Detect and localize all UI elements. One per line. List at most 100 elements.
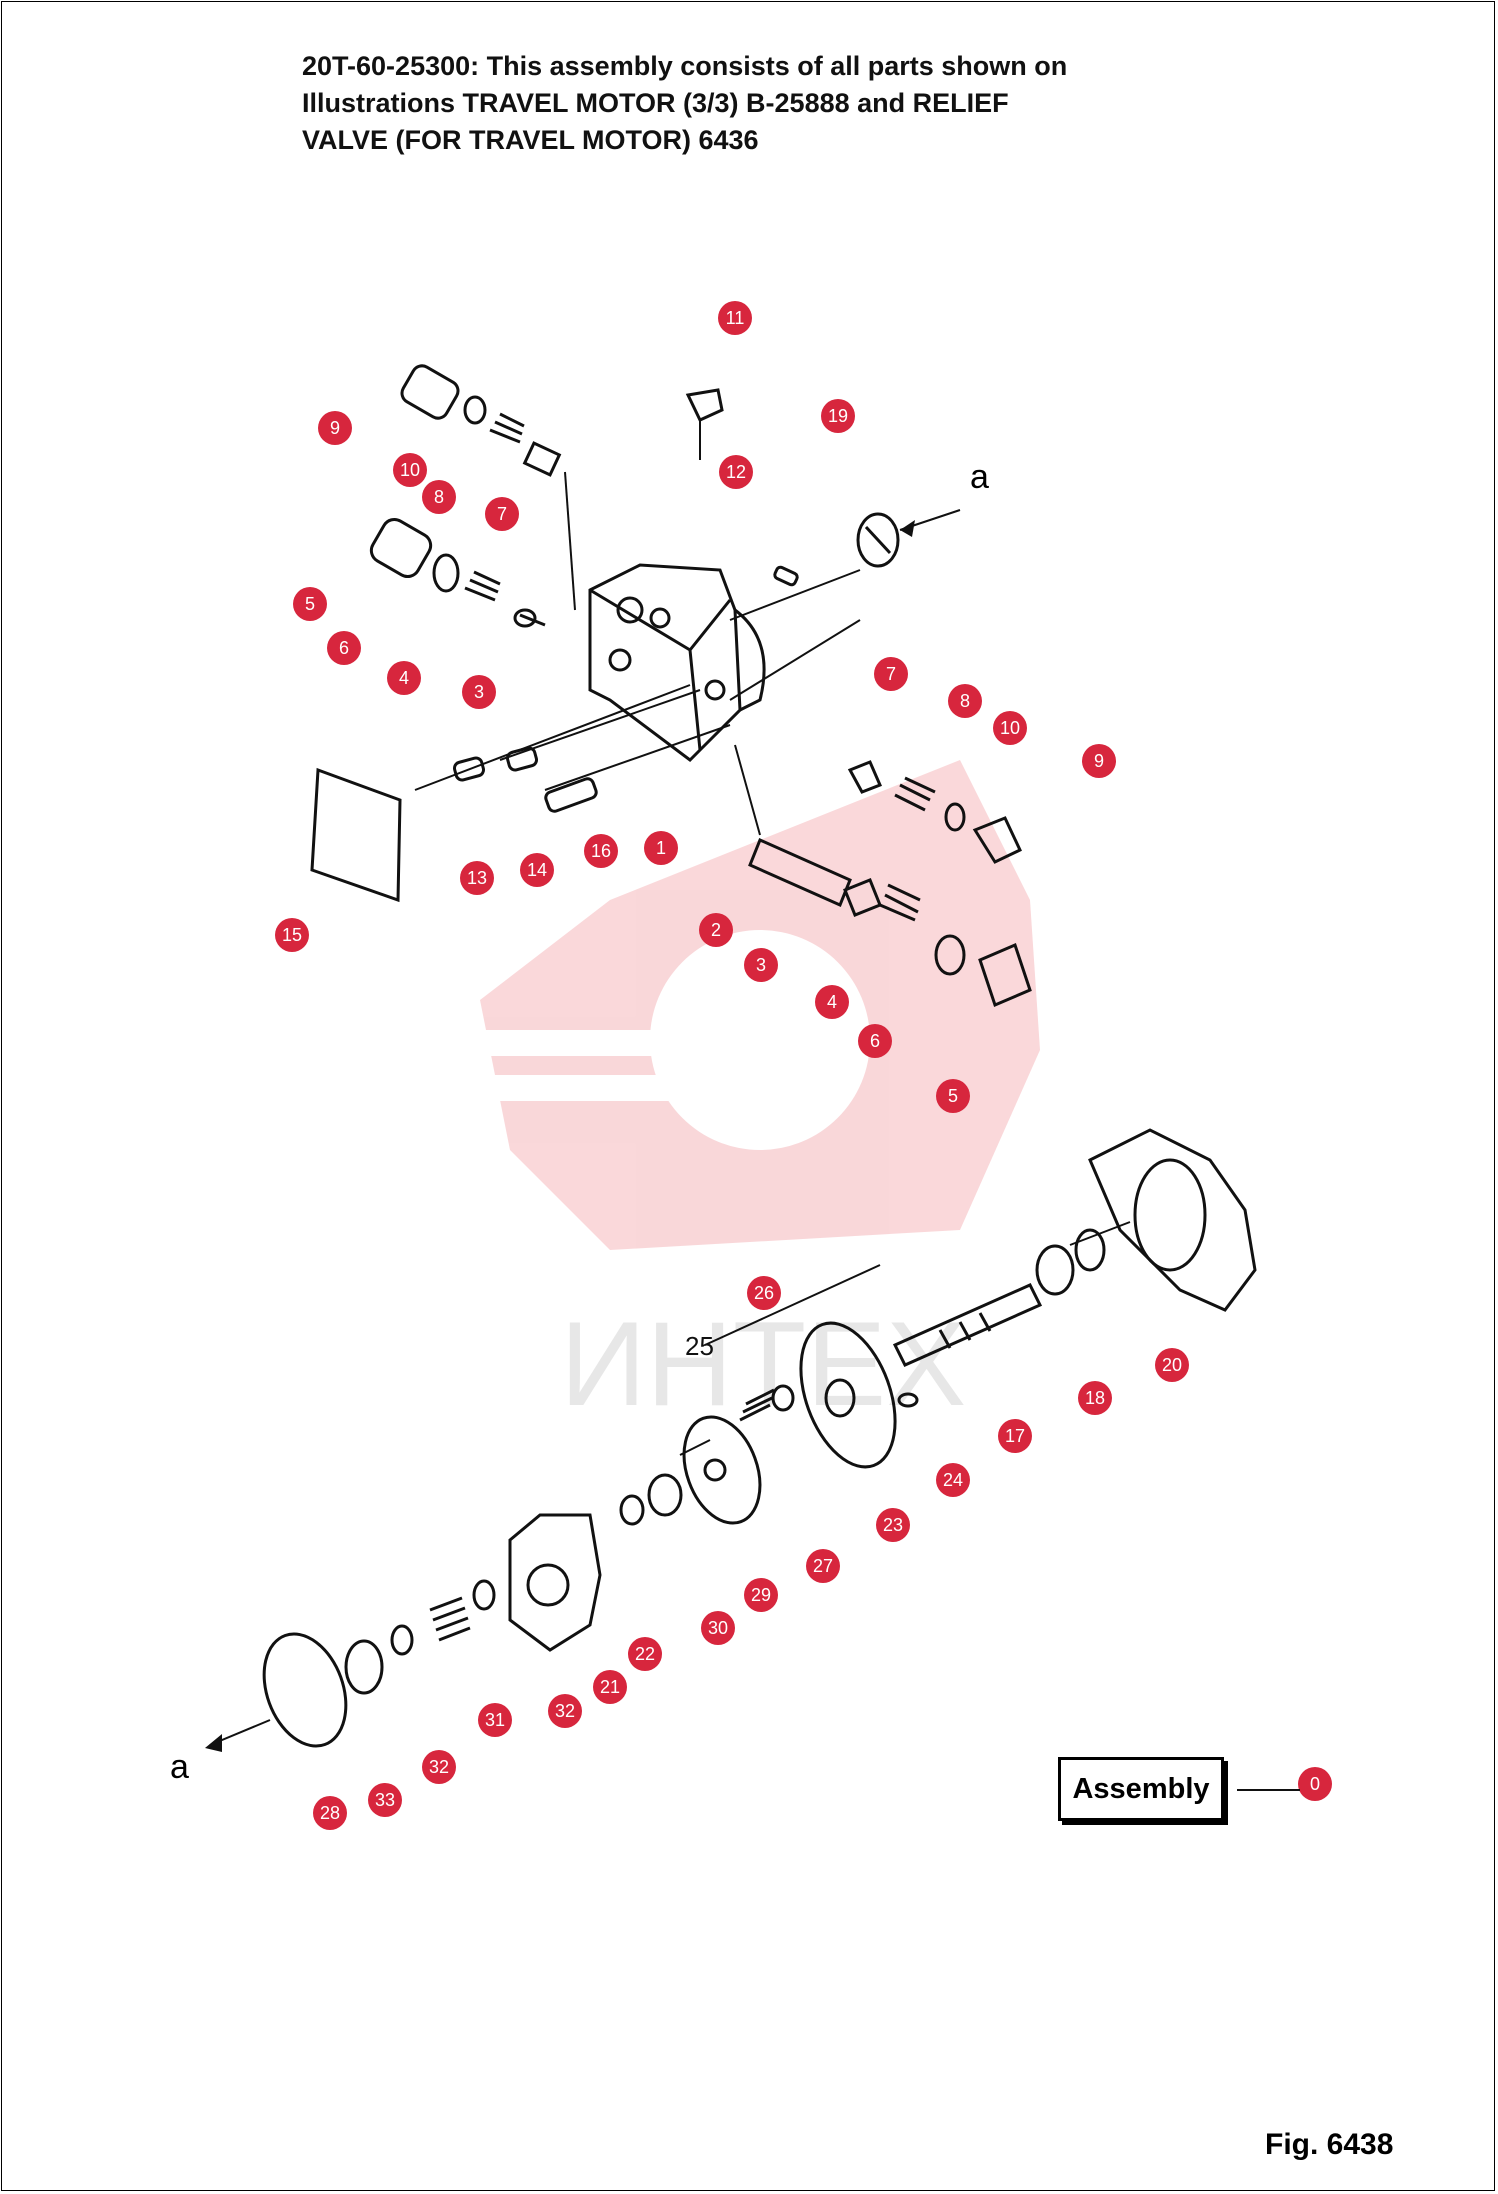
callout-32[interactable]: 32 xyxy=(548,1694,582,1728)
callout-19[interactable]: 19 xyxy=(821,399,855,433)
callout-marker[interactable] xyxy=(584,834,618,868)
callout-marker[interactable] xyxy=(744,1578,778,1612)
callout-marker[interactable] xyxy=(744,948,778,982)
callout-5[interactable]: 5 xyxy=(293,587,327,621)
callout-marker[interactable] xyxy=(747,1276,781,1310)
callout-5[interactable]: 5 xyxy=(936,1079,970,1113)
callout-number: 33 xyxy=(375,1790,395,1810)
callout-number: 32 xyxy=(429,1757,449,1777)
callout-28[interactable]: 28 xyxy=(313,1796,347,1830)
callout-marker[interactable] xyxy=(318,411,352,445)
callout-marker[interactable] xyxy=(936,1079,970,1113)
callout-2[interactable]: 2 xyxy=(699,913,733,947)
callout-marker[interactable] xyxy=(368,1783,402,1817)
callout-marker[interactable] xyxy=(422,1750,456,1784)
callout-0[interactable]: 0 xyxy=(1298,1767,1332,1801)
callout-number: 5 xyxy=(948,1086,958,1106)
callout-11[interactable]: 11 xyxy=(718,301,752,335)
callout-number: 15 xyxy=(282,925,302,945)
callout-4[interactable]: 4 xyxy=(387,661,421,695)
callout-marker[interactable] xyxy=(1155,1348,1189,1382)
callout-9[interactable]: 9 xyxy=(318,411,352,445)
callout-number: 8 xyxy=(434,487,444,507)
callout-8[interactable]: 8 xyxy=(948,684,982,718)
callout-23[interactable]: 23 xyxy=(876,1508,910,1542)
callout-marker[interactable] xyxy=(821,399,855,433)
callout-number: 13 xyxy=(467,868,487,888)
callout-marker[interactable] xyxy=(806,1549,840,1583)
callout-marker[interactable] xyxy=(1298,1767,1332,1801)
plug-19 xyxy=(856,512,900,568)
callout-20[interactable]: 20 xyxy=(1155,1348,1189,1382)
callout-number: 12 xyxy=(726,462,746,482)
callout-21[interactable]: 21 xyxy=(593,1670,627,1704)
callout-18[interactable]: 18 xyxy=(1078,1381,1112,1415)
callout-marker[interactable] xyxy=(628,1637,662,1671)
callout-30[interactable]: 30 xyxy=(701,1611,735,1645)
callout-14[interactable]: 14 xyxy=(520,853,554,887)
callout-6[interactable]: 6 xyxy=(327,631,361,665)
callout-10[interactable]: 10 xyxy=(393,453,427,487)
callout-marker[interactable] xyxy=(858,1024,892,1058)
callout-10[interactable]: 10 xyxy=(993,711,1027,745)
callout-number: 18 xyxy=(1085,1388,1105,1408)
callout-marker[interactable] xyxy=(313,1796,347,1830)
callout-marker[interactable] xyxy=(393,453,427,487)
callout-marker[interactable] xyxy=(993,711,1027,745)
callout-26[interactable]: 26 xyxy=(747,1276,781,1310)
callout-marker[interactable] xyxy=(948,684,982,718)
callout-marker[interactable] xyxy=(548,1694,582,1728)
callout-17[interactable]: 17 xyxy=(998,1419,1032,1453)
callout-33[interactable]: 33 xyxy=(368,1783,402,1817)
callout-marker[interactable] xyxy=(699,913,733,947)
callout-27[interactable]: 27 xyxy=(806,1549,840,1583)
header-line-1: 20T-60-25300: This assembly consists of … xyxy=(302,51,1068,81)
callout-22[interactable]: 22 xyxy=(628,1637,662,1671)
callout-4[interactable]: 4 xyxy=(815,985,849,1019)
callout-marker[interactable] xyxy=(876,1508,910,1542)
callout-marker[interactable] xyxy=(462,675,496,709)
callout-marker[interactable] xyxy=(460,861,494,895)
callout-number: 32 xyxy=(555,1701,575,1721)
callout-marker[interactable] xyxy=(718,301,752,335)
callout-marker[interactable] xyxy=(1078,1381,1112,1415)
callout-marker[interactable] xyxy=(327,631,361,665)
callout-marker[interactable] xyxy=(874,657,908,691)
spool-group xyxy=(748,837,1032,1008)
valve-block xyxy=(588,563,766,762)
callout-7[interactable]: 7 xyxy=(485,497,519,531)
callout-marker[interactable] xyxy=(520,853,554,887)
callout-marker[interactable] xyxy=(485,497,519,531)
callout-13[interactable]: 13 xyxy=(460,861,494,895)
callout-3[interactable]: 3 xyxy=(462,675,496,709)
callout-1[interactable]: 1 xyxy=(644,831,678,865)
callout-7[interactable]: 7 xyxy=(874,657,908,691)
callout-marker[interactable] xyxy=(275,918,309,952)
callout-29[interactable]: 29 xyxy=(744,1578,778,1612)
callout-number: 26 xyxy=(754,1283,774,1303)
callout-31[interactable]: 31 xyxy=(478,1703,512,1737)
callout-marker[interactable] xyxy=(293,587,327,621)
callout-12[interactable]: 12 xyxy=(719,455,753,489)
callout-marker[interactable] xyxy=(478,1703,512,1737)
callout-marker[interactable] xyxy=(701,1611,735,1645)
callout-marker[interactable] xyxy=(422,480,456,514)
callout-number: 19 xyxy=(828,406,848,426)
callout-8[interactable]: 8 xyxy=(422,480,456,514)
callout-marker[interactable] xyxy=(644,831,678,865)
callout-marker[interactable] xyxy=(815,985,849,1019)
callout-15[interactable]: 15 xyxy=(275,918,309,952)
callout-16[interactable]: 16 xyxy=(584,834,618,868)
callout-3[interactable]: 3 xyxy=(744,948,778,982)
callout-24[interactable]: 24 xyxy=(936,1463,970,1497)
callout-marker[interactable] xyxy=(936,1463,970,1497)
callout-marker[interactable] xyxy=(1082,744,1116,778)
callout-marker[interactable] xyxy=(387,661,421,695)
callout-9[interactable]: 9 xyxy=(1082,744,1116,778)
callout-marker[interactable] xyxy=(998,1419,1032,1453)
callout-32[interactable]: 32 xyxy=(422,1750,456,1784)
callout-marker[interactable] xyxy=(593,1670,627,1704)
callout-6[interactable]: 6 xyxy=(858,1024,892,1058)
callout-marker[interactable] xyxy=(719,455,753,489)
callout-number: 0 xyxy=(1310,1774,1320,1794)
